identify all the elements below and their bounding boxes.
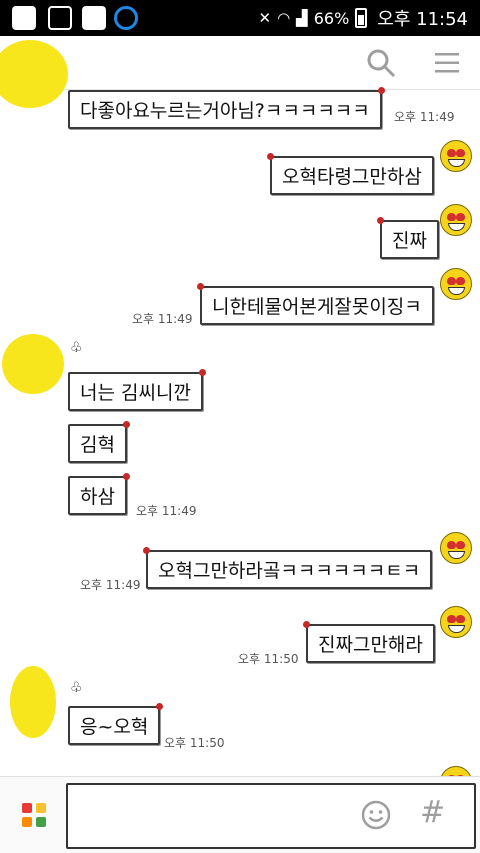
menu-icon[interactable] — [434, 50, 460, 76]
avatar-emoji-icon — [440, 532, 472, 564]
battery-percent: 66% — [313, 8, 350, 28]
mute-icon: ✕ — [258, 9, 272, 27]
apps-tile — [22, 803, 32, 813]
message-bubble-m5[interactable]: 너는 김씨니깐 — [68, 369, 206, 411]
message-input[interactable] — [66, 783, 476, 849]
status-right: ✕ ◠ ▟ 66% 오후 11:54 — [258, 6, 468, 30]
apps-tile — [36, 817, 46, 827]
hashtag-icon[interactable]: # — [420, 795, 446, 830]
smiley-icon[interactable] — [360, 799, 392, 831]
apps-tile — [36, 803, 46, 813]
avatar-emoji-icon — [440, 204, 472, 236]
message-bubble-m1[interactable]: 다좋아요누르는거아님?ㅋㅋㅋㅋㅋㅋ — [68, 87, 385, 129]
search-icon[interactable] — [366, 48, 396, 78]
apps-menu-icon[interactable] — [22, 803, 46, 827]
input-bar: # — [0, 776, 480, 853]
battery-icon — [355, 8, 368, 28]
message-time-m7: 오후 11:49 — [136, 504, 197, 518]
message-bubble-m4[interactable]: 니한테물어본게잘못이징ㅋ — [197, 283, 434, 325]
wifi-icon: ◠ — [277, 9, 291, 27]
notification-image-icon — [48, 6, 72, 30]
app-header: ‹ — [0, 36, 480, 90]
status-bar: ✕ ◠ ▟ 66% 오후 11:54 — [0, 0, 480, 36]
avatar-emoji-icon — [440, 268, 472, 300]
club-icon: ♧ — [70, 680, 83, 696]
avatar-blob — [0, 40, 68, 108]
avatar-emoji-icon — [440, 140, 472, 172]
club-icon: ♧ — [70, 340, 83, 356]
message-bubble-m2[interactable]: 오혁타령그만하삼 — [267, 153, 434, 195]
message-time-m8: 오후 11:49 — [80, 578, 141, 592]
avatar-emoji-icon — [440, 606, 472, 638]
message-bubble-m10[interactable]: 응~오혁 — [68, 703, 164, 745]
message-bubble-m9[interactable]: 진짜그만해라 — [303, 621, 435, 663]
message-bubble-m3[interactable]: 진짜 — [377, 217, 439, 259]
clock: 오후 11:54 — [377, 9, 468, 30]
avatar-blob — [2, 334, 64, 394]
avatar-blob — [10, 666, 56, 738]
message-time-m10: 오후 11:50 — [164, 736, 225, 750]
notification-ring-icon — [114, 6, 138, 30]
notification-u-icon — [12, 6, 36, 30]
message-time-m4: 오후 11:49 — [132, 312, 193, 326]
message-bubble-m7[interactable]: 하삼 — [68, 473, 130, 515]
message-bubble-m6[interactable]: 김혁 — [68, 421, 130, 463]
chat-area[interactable]: 다좋아요누르는거아님?ㅋㅋㅋㅋㅋㅋ 오후 11:49 오혁타령그만하삼 진짜 오… — [0, 40, 480, 798]
apps-tile — [22, 817, 32, 827]
notification-dollar-icon — [82, 6, 106, 30]
message-time-m1: 오후 11:49 — [394, 110, 455, 124]
message-time-m9: 오후 11:50 — [238, 652, 299, 666]
message-bubble-m8[interactable]: 오혁그만하라곸ㅋㅋㅋㅋㅋㅋㅌㅋ — [142, 547, 433, 589]
signal-icon: ▟ — [296, 9, 308, 27]
